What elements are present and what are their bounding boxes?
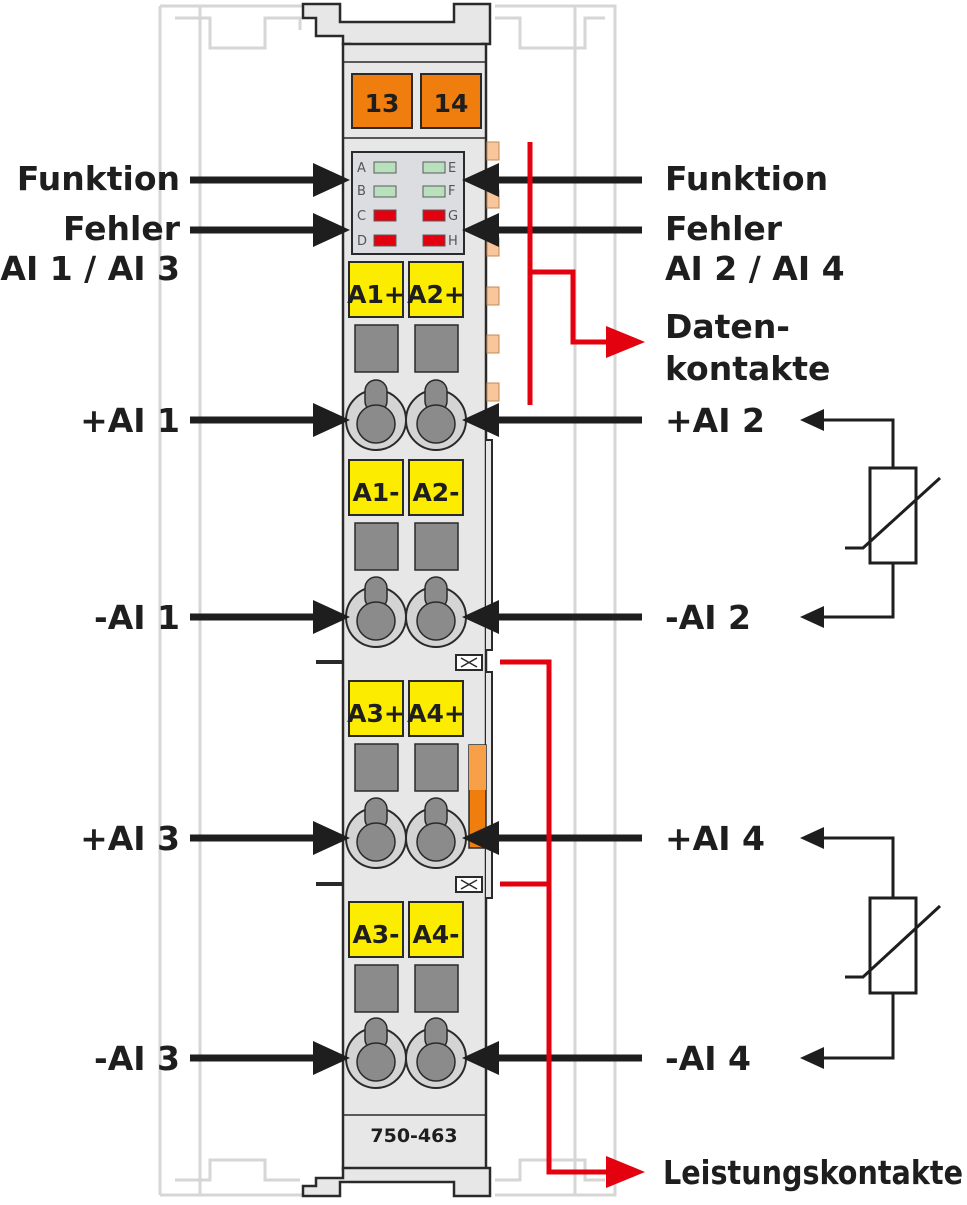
led-c xyxy=(373,209,397,222)
led-f xyxy=(422,185,446,198)
led-label-b: B xyxy=(357,184,366,199)
led-label-h: H xyxy=(448,234,458,249)
tag-a2-minus: A2- xyxy=(412,478,459,507)
tag-a3-plus: A3+ xyxy=(347,699,405,728)
led-label-c: C xyxy=(357,209,366,224)
tag-a1-plus: A1+ xyxy=(347,280,405,309)
led-d xyxy=(373,234,397,247)
label-ai2-plus: +AI 2 xyxy=(665,401,765,440)
led-label-e: E xyxy=(448,161,456,176)
power-contacts-arrow xyxy=(500,659,610,1175)
label-fehler-right: Fehler xyxy=(665,209,783,248)
model-number: 750-463 xyxy=(370,1125,457,1147)
label-ai3-plus: +AI 3 xyxy=(80,819,180,858)
left-arrows xyxy=(190,163,350,1075)
tag-a4-plus: A4+ xyxy=(407,699,465,728)
label-ai3-minus: -AI 3 xyxy=(94,1039,180,1078)
label-daten-line2: kontakte xyxy=(665,349,830,388)
data-contacts-arrow xyxy=(527,142,610,405)
led-a xyxy=(373,161,397,174)
tag-a2-plus: A2+ xyxy=(407,280,465,309)
label-funktion-left: Funktion xyxy=(17,159,180,198)
label-leistungskontakte: Leistungskontakte xyxy=(663,1153,963,1192)
label-fehler-left-sub: AI 1 / AI 3 xyxy=(0,249,180,288)
number-tag-14: 14 xyxy=(434,89,469,118)
sensor-ai2-arrow-bottom xyxy=(800,606,824,628)
led-label-f: F xyxy=(448,184,455,199)
power-contacts-arrowhead xyxy=(606,1156,645,1188)
led-e xyxy=(422,161,446,174)
data-contacts xyxy=(486,141,500,402)
right-arrows xyxy=(462,163,642,1075)
label-daten-line1: Daten- xyxy=(665,307,790,346)
led-b xyxy=(373,185,397,198)
led-label-a: A xyxy=(357,161,366,176)
label-fehler-right-sub: AI 2 / AI 4 xyxy=(665,249,845,288)
led-h xyxy=(422,234,446,247)
label-fehler-left: Fehler xyxy=(63,209,181,248)
sensor-symbol-ai4 xyxy=(822,836,942,1060)
label-ai2-minus: -AI 2 xyxy=(665,598,751,637)
clamp-openings xyxy=(345,379,467,1089)
label-ai1-plus: +AI 1 xyxy=(80,401,180,440)
led-g xyxy=(422,209,446,222)
led-label-g: G xyxy=(448,209,458,224)
label-ai1-minus: -AI 1 xyxy=(94,598,180,637)
tag-a4-minus: A4- xyxy=(412,920,459,949)
led-label-d: D xyxy=(357,234,367,249)
release-buttons xyxy=(354,324,459,1013)
label-ai4-minus: -AI 4 xyxy=(665,1039,751,1078)
tag-a3-minus: A3- xyxy=(352,920,399,949)
sensor-symbol-ai2 xyxy=(822,418,942,619)
tag-a1-minus: A1- xyxy=(352,478,399,507)
sensor-ai4-arrow-top xyxy=(800,827,824,849)
rail-background xyxy=(158,4,617,1197)
data-contacts-arrowhead xyxy=(606,326,645,358)
label-funktion-right: Funktion xyxy=(665,159,828,198)
label-ai4-plus: +AI 4 xyxy=(665,819,765,858)
channel-tags xyxy=(348,261,464,958)
number-tags: 13 14 xyxy=(351,73,482,129)
led-panel: A B C D E F G H xyxy=(351,151,465,255)
number-tag-13: 13 xyxy=(365,89,400,118)
sensor-ai2-arrow-top xyxy=(800,409,824,431)
sensor-ai4-arrow-bottom xyxy=(800,1047,824,1069)
